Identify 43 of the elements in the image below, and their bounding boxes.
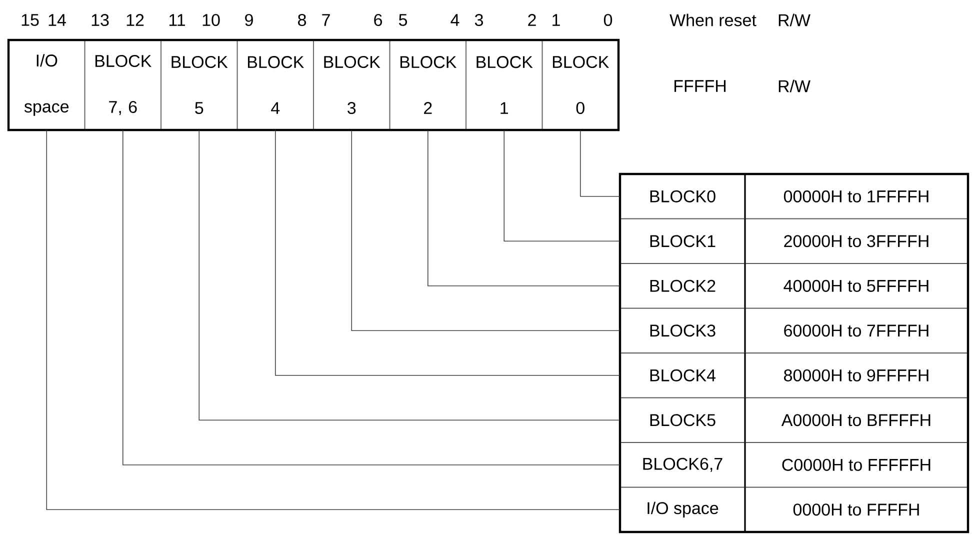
connector-line xyxy=(275,130,620,376)
table-row: BLOCK4 80000H to 9FFFFH xyxy=(620,352,968,398)
table-row: BLOCK5 A0000H to BFFFFH xyxy=(620,397,968,443)
bit-number: 13 xyxy=(92,14,109,26)
bit-number: 7 xyxy=(322,14,330,26)
register-cell: BLOCK 7, 6 xyxy=(84,40,162,130)
bit-number: 2 xyxy=(528,14,536,26)
register-cell: BLOCK 1 xyxy=(466,40,543,130)
bit-number: 3 xyxy=(474,14,483,26)
table-row: BLOCK1 20000H to 3FFFFH xyxy=(620,218,968,264)
bit-number: 6 xyxy=(374,14,382,26)
register-cell: BLOCK 2 xyxy=(389,40,466,130)
register-value: FFFFH xyxy=(674,80,726,92)
bit-number: 1 xyxy=(552,14,560,26)
bit-number: 8 xyxy=(298,14,306,26)
table-row: BLOCK6,7 C0000H to FFFFFH xyxy=(620,442,968,488)
register-cell: BLOCK 5 xyxy=(160,40,238,130)
column-heading: When reset xyxy=(670,14,756,26)
connector-line xyxy=(580,130,620,197)
table-row: BLOCK2 40000H to 5FFFFH xyxy=(620,263,968,309)
table-row: BLOCK0 00000H to 1FFFFH xyxy=(620,174,968,220)
register-cell: BLOCK 4 xyxy=(236,40,314,130)
table-row: BLOCK3 60000H to 7FFFFH xyxy=(620,308,968,354)
column-heading: R/W xyxy=(778,14,810,26)
connector-line xyxy=(122,130,620,466)
table-row: I/O space 0000H to FFFFH xyxy=(620,486,968,532)
bit-number: 10 xyxy=(202,14,220,26)
register-cell: BLOCK 0 xyxy=(542,40,619,130)
bit-number: 11 xyxy=(170,14,185,26)
register-cell: I/O space xyxy=(8,40,86,130)
bit-number: 14 xyxy=(48,14,66,26)
register-value: R/W xyxy=(778,80,810,92)
bit-number: 12 xyxy=(126,14,144,26)
connector-line xyxy=(504,130,620,242)
bit-number: 9 xyxy=(245,14,253,26)
bit-number: 4 xyxy=(450,14,460,26)
bit-number: 15 xyxy=(22,14,39,26)
register-cell: BLOCK 3 xyxy=(313,40,390,130)
bit-number: 5 xyxy=(398,14,408,26)
connector-line xyxy=(46,130,620,510)
connector-line xyxy=(351,130,620,332)
connector-line xyxy=(198,130,620,421)
connector-line xyxy=(427,130,620,286)
